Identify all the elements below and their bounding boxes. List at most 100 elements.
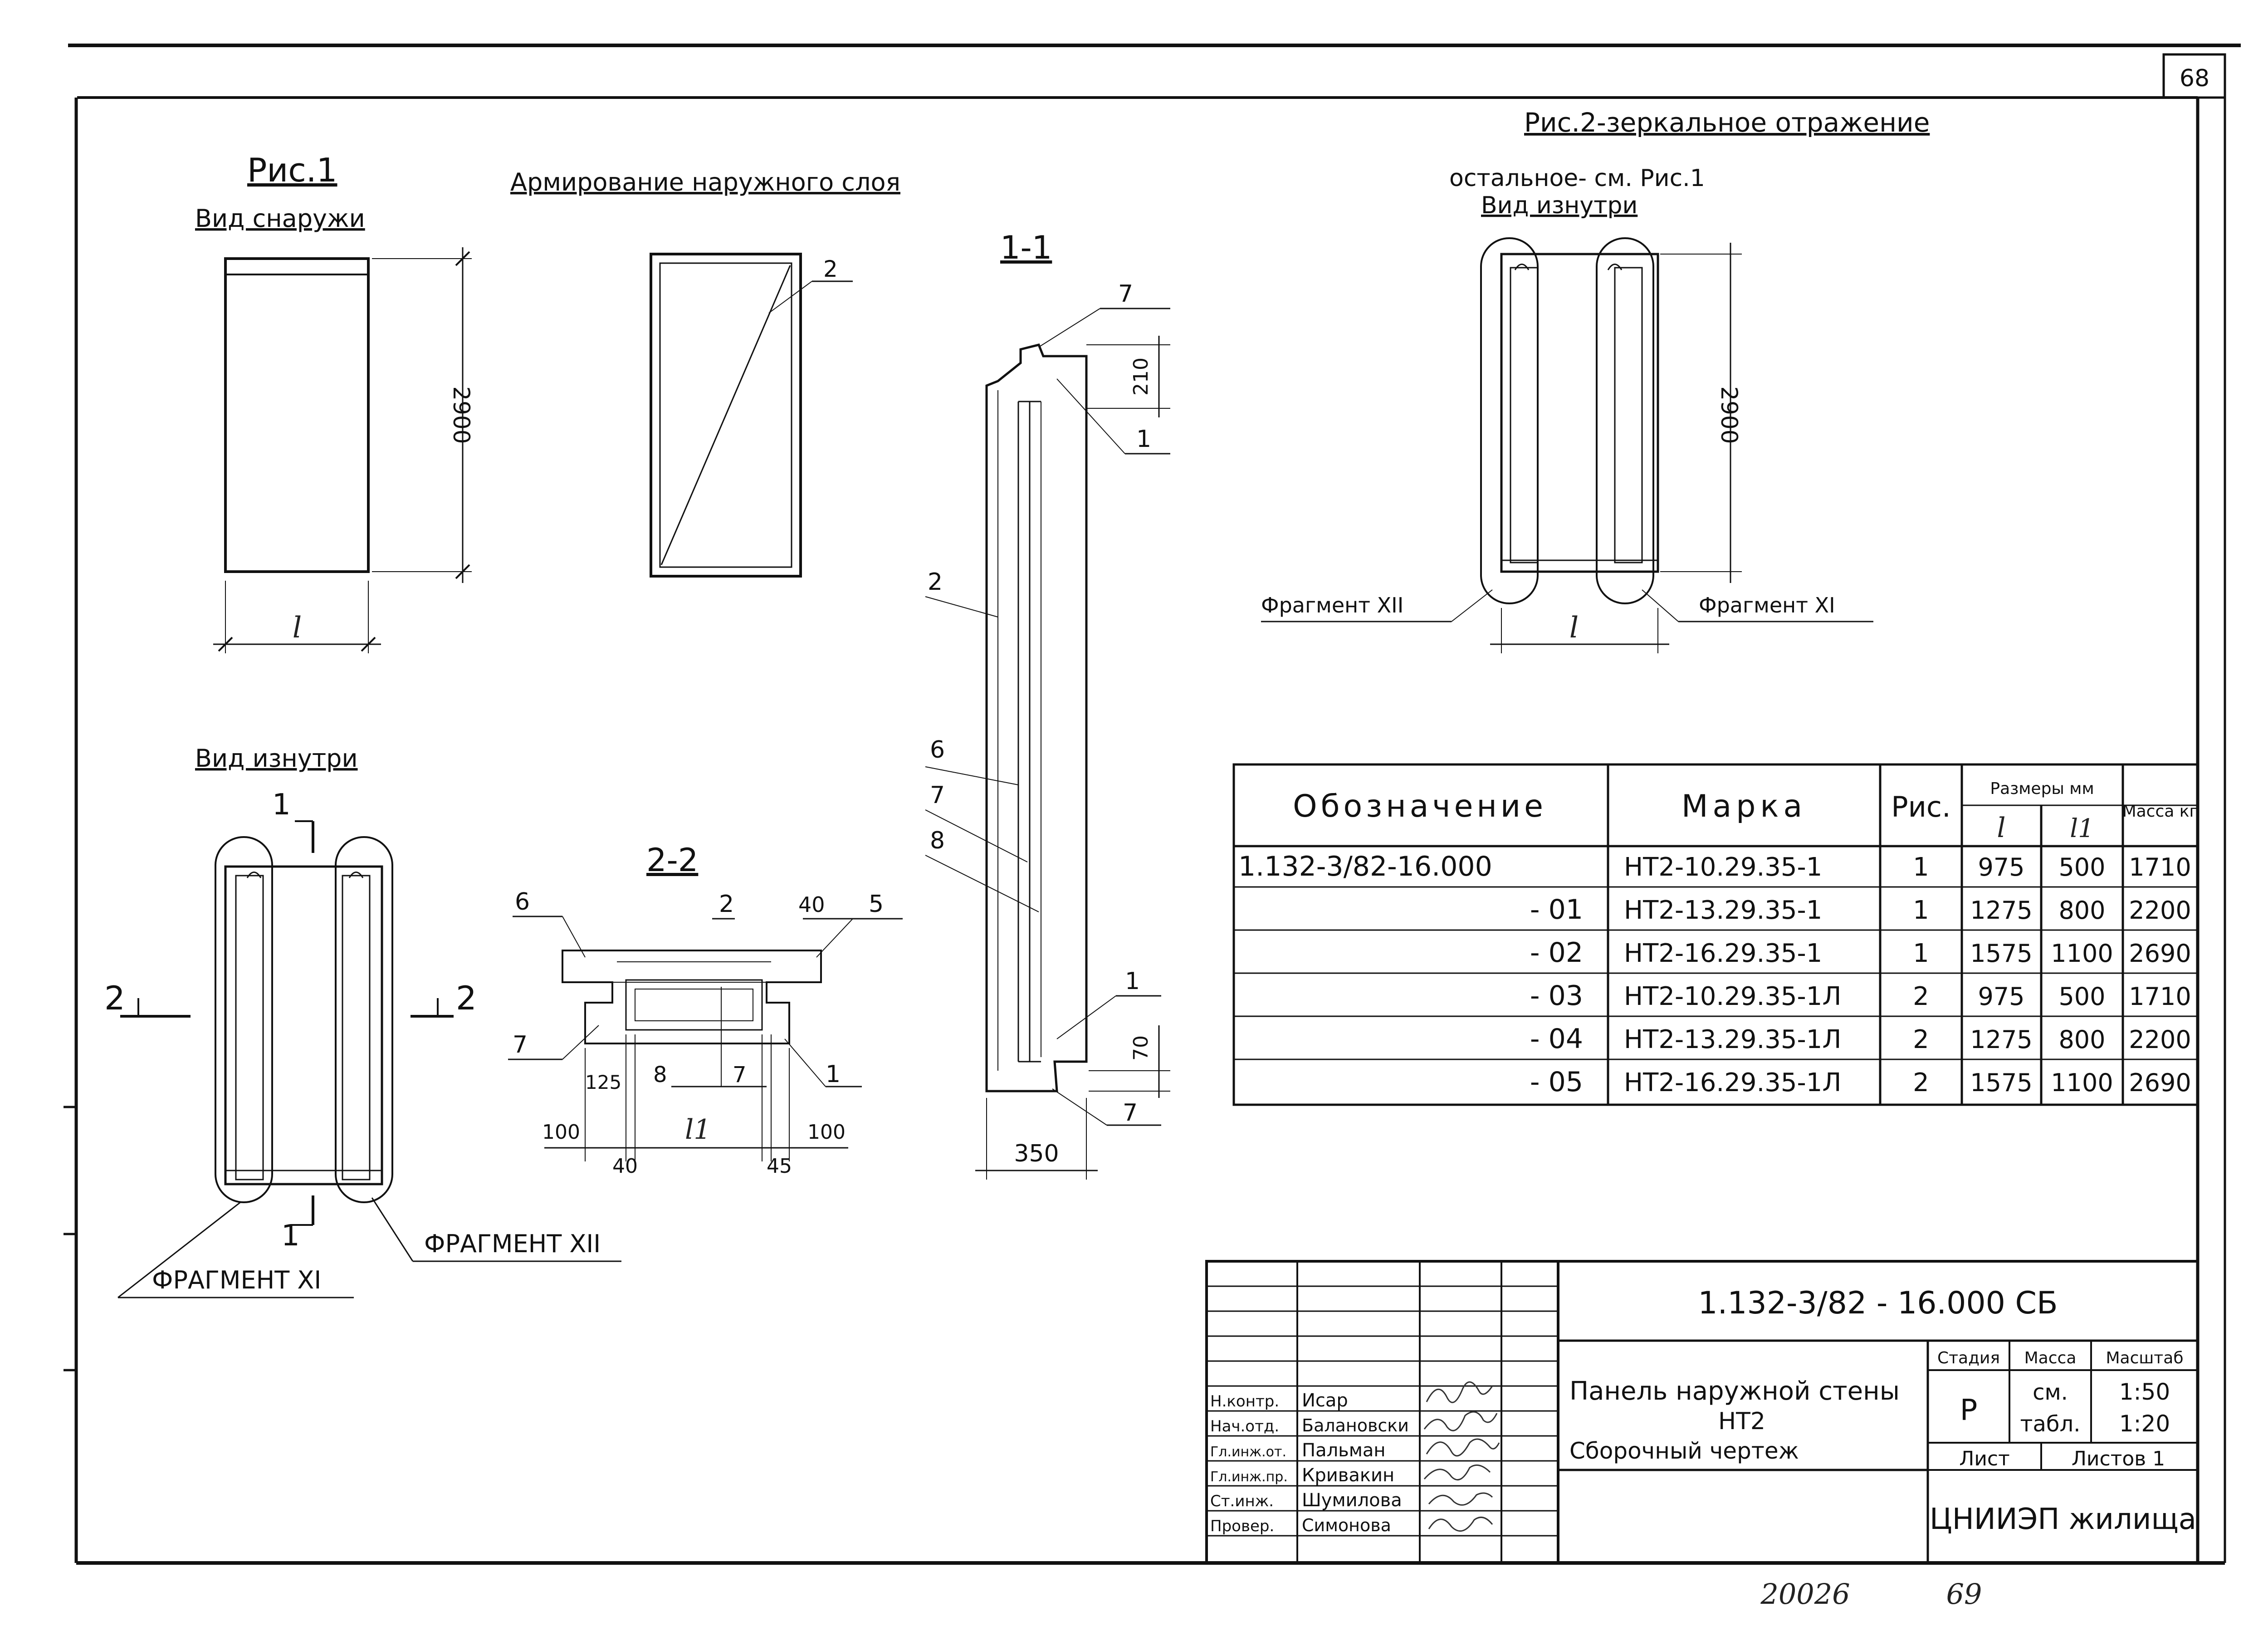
row-mass: 2690 <box>2129 1068 2191 1097</box>
row-l: 1275 <box>1970 1025 2032 1054</box>
table-row: - 04 НТ2-13.29.35-1Л 2 1275 800 2200 <box>1530 1023 2191 1055</box>
footer-code: 20026 <box>1760 1577 1850 1611</box>
signatory-name: Исар <box>1302 1390 1348 1411</box>
signatory-role: Н.контр. <box>1210 1392 1279 1411</box>
section-11-label-7-top: 7 <box>1118 280 1133 308</box>
row-designation: - 05 <box>1530 1066 1583 1098</box>
doc-code: 1.132-3/82 - 16.000 СБ <box>1698 1285 2058 1321</box>
row-l1: 1100 <box>2051 939 2113 968</box>
signatory-role: Нач.отд. <box>1210 1417 1279 1435</box>
table-row: - 01 НТ2-13.29.35-1 1 1275 800 2200 <box>1530 894 2191 926</box>
section-22-dim-l1: l1 <box>685 1114 711 1146</box>
row-mark: НТ2-16.29.35-1Л <box>1624 1068 1841 1097</box>
row-fig: 2 <box>1913 1025 1929 1054</box>
row-mass: 1710 <box>2129 853 2191 882</box>
section-11-dim-70: 70 <box>1129 1035 1153 1061</box>
stage-label: Стадия <box>1937 1349 2000 1367</box>
section-1-1: 1-1 <box>925 229 1170 1180</box>
section-11-title: 1-1 <box>1000 229 1052 266</box>
row-l1: 800 <box>2058 896 2105 925</box>
fig2-fragment-xi: Фрагмент XI <box>1699 593 1835 617</box>
title-line3: Сборочный чертеж <box>1569 1438 1799 1464</box>
fig2-title: Рис.2-зеркальное отражение <box>1524 107 1930 138</box>
organization: ЦНИИЭП жилища <box>1930 1503 2196 1536</box>
scale-value-2: 1:20 <box>2119 1411 2170 1437</box>
signatory-name: Балановски <box>1302 1416 1409 1435</box>
section-11-dim-350: 350 <box>1014 1140 1059 1167</box>
section-22-dim-100-left: 100 <box>542 1121 580 1144</box>
mass-value-2: табл. <box>2020 1411 2081 1437</box>
title-line2: НТ2 <box>1718 1408 1765 1435</box>
fig2-view-inside-label: Вид изнутри <box>1481 192 1637 219</box>
fig2-fragment-xii: Фрагмент XII <box>1261 593 1403 617</box>
row-mark: НТ2-10.29.35-1 <box>1624 852 1822 882</box>
signatories-list: Н.контр. Исар Нач.отд. Балановски Гл.инж… <box>1210 1390 1409 1535</box>
signatory-name: Шумилова <box>1302 1490 1402 1511</box>
title-block: 1.132-3/82 - 16.000 СБ Панель наружной с… <box>1205 1260 2199 1564</box>
table-row: - 05 НТ2-16.29.35-1Л 2 1575 1100 2690 <box>1530 1066 2191 1098</box>
spec-header-mass: Масса кг <box>2122 802 2198 821</box>
stage-value: Р <box>1960 1394 1978 1427</box>
fig1-inside-view: Вид изнутри 1 1 2 2 <box>104 744 621 1298</box>
fig1-dim-height: 2900 <box>448 386 474 444</box>
handwritten-signatures <box>1423 1381 1500 1532</box>
signatory-role: Ст.инж. <box>1210 1492 1274 1510</box>
section-22-title: 2-2 <box>646 842 698 879</box>
sheets-label: Листов 1 <box>2072 1447 2165 1470</box>
section-2-2: 2-2 6 2 <box>508 842 903 1178</box>
scale-label: Масштаб <box>2106 1349 2183 1367</box>
section-22-label-7-mid: 7 <box>733 1062 747 1087</box>
table-row: 1.132-3/82-16.000 НТ2-10.29.35-1 1 975 5… <box>1238 851 2191 882</box>
row-mass: 2200 <box>2129 1025 2191 1054</box>
fig1-cut-2-left: 2 <box>104 979 125 1017</box>
mass-label: Масса <box>2024 1349 2077 1367</box>
title-line1: Панель наружной стены <box>1569 1376 1900 1406</box>
sheet-number-top: 68 <box>2180 65 2209 92</box>
row-mass: 2200 <box>2129 896 2191 925</box>
fig2-dim-width: l <box>1569 611 1579 645</box>
section-11-label-1-top: 1 <box>1136 426 1151 453</box>
row-l: 1275 <box>1970 896 2032 925</box>
fig1-view-inside-label: Вид изнутри <box>195 744 358 773</box>
row-mark: НТ2-13.29.35-1 <box>1624 896 1822 925</box>
row-fig: 1 <box>1913 896 1929 925</box>
section-22-dim-45: 45 <box>767 1155 792 1178</box>
row-l1: 500 <box>2058 982 2105 1011</box>
spec-header-mark: Марка <box>1681 789 1807 824</box>
fig1-title: Рис.1 <box>247 151 337 189</box>
signatory-name: Симонова <box>1302 1515 1391 1535</box>
section-11-label-2: 2 <box>928 568 943 596</box>
section-11-label-7-mid: 7 <box>930 782 945 809</box>
section-22-label-40: 40 <box>798 892 825 917</box>
table-row: - 02 НТ2-16.29.35-1 1 1575 1100 2690 <box>1530 937 2191 969</box>
row-mass: 2690 <box>2129 939 2191 968</box>
fig2-inside-view: Рис.2-зеркальное отражение остальное- см… <box>1261 107 1930 653</box>
section-22-label-1: 1 <box>826 1061 841 1088</box>
section-11-label-1-bottom: 1 <box>1125 968 1140 995</box>
signatory-name: Кривакин <box>1302 1465 1394 1486</box>
row-l: 1575 <box>1970 1068 2032 1097</box>
section-22-dim-100-right: 100 <box>807 1121 846 1144</box>
row-l1: 800 <box>2058 1025 2105 1054</box>
section-11-label-8: 8 <box>930 827 945 854</box>
fig1-dim-width: l <box>293 611 302 645</box>
sheet-label: Лист <box>1959 1447 2010 1470</box>
fig1-outside-view: Рис.1 Вид снаружи 2900 l <box>195 151 474 653</box>
row-mark: НТ2-10.29.35-1Л <box>1624 982 1841 1011</box>
section-11-label-7-bottom: 7 <box>1123 1099 1138 1127</box>
spec-header-sizes: Размеры мм <box>1990 779 2094 798</box>
signatory-name: Пальман <box>1302 1440 1386 1461</box>
scale-value-1: 1:50 <box>2119 1379 2170 1405</box>
row-mark: НТ2-16.29.35-1 <box>1624 939 1822 968</box>
panel-outside-outline <box>224 257 370 573</box>
row-designation: 1.132-3/82-16.000 <box>1238 851 1492 882</box>
section-22-label-6: 6 <box>515 888 530 916</box>
reinforcement-title: Армирование наружного слоя <box>510 168 900 196</box>
reinforcement-view: Армирование наружного слоя 2 <box>510 168 900 578</box>
row-l1: 500 <box>2058 853 2105 882</box>
fig1-view-outside-label: Вид снаружи <box>195 204 365 233</box>
row-mark: НТ2-13.29.35-1Л <box>1624 1025 1841 1054</box>
row-l: 1575 <box>1970 939 2032 968</box>
section-22-dim-125: 125 <box>585 1071 621 1093</box>
